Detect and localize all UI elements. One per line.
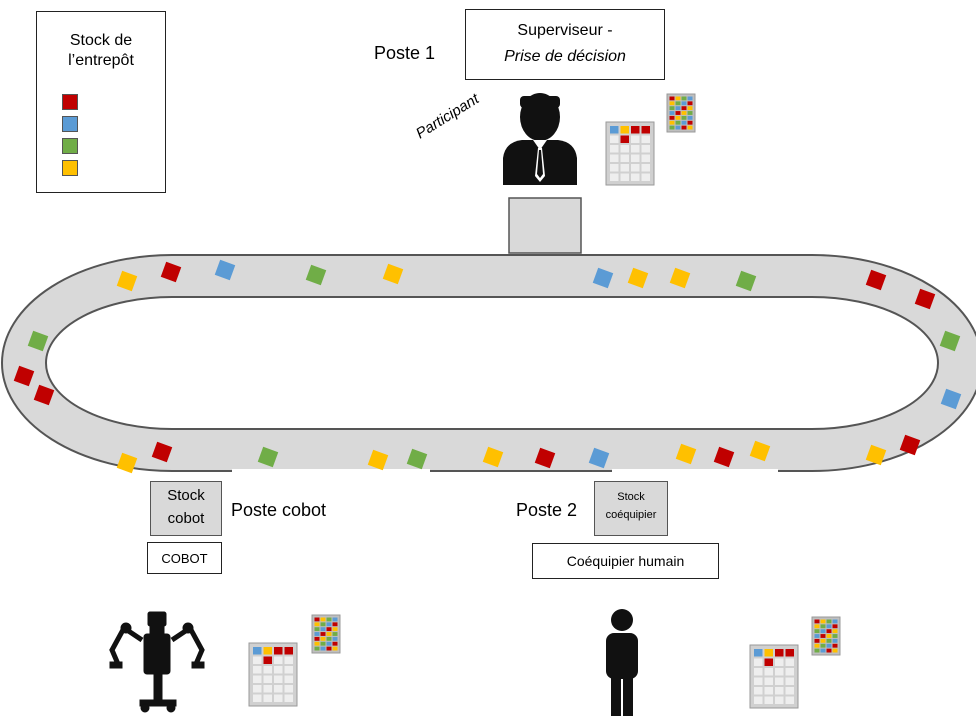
mini-order-sheet-supervisor <box>666 93 696 133</box>
cobot-stock-line1: Stock <box>167 487 205 504</box>
legend-title-line2: l’entrepôt <box>68 52 134 69</box>
order-sheet-teammate <box>749 644 799 709</box>
legend-swatch-blue <box>62 116 78 132</box>
belt-box-yellow <box>116 270 138 292</box>
cobot-name-box: COBOT <box>147 542 222 574</box>
legend-title-line1: Stock de <box>69 32 133 49</box>
belt-box-red <box>865 269 887 291</box>
conveyor-belt <box>1 254 976 472</box>
order-sheet-cobot <box>248 642 298 707</box>
belt-box-yellow <box>675 443 697 465</box>
mini-order-sheet-teammate <box>811 616 841 656</box>
belt-box-blue <box>592 267 614 289</box>
belt-box-red <box>151 441 173 463</box>
belt-box-yellow <box>627 267 649 289</box>
cobot-stock-line2: cobot <box>167 510 205 527</box>
belt-box-yellow <box>669 267 691 289</box>
order-sheets <box>248 93 841 709</box>
belt-box-green <box>939 330 961 352</box>
belt-box-red <box>160 261 182 283</box>
belt-box-red <box>534 447 556 469</box>
teammate-stock-line1: Stock <box>617 491 645 503</box>
belt-box-yellow <box>749 440 771 462</box>
belt-box-green <box>257 446 279 468</box>
belt-gap-cobot <box>232 469 430 473</box>
teammate-stock-box: Stock coéquipier <box>594 481 668 536</box>
cobot-stock-box: Stock cobot <box>150 481 222 536</box>
belt-box-yellow <box>865 444 887 466</box>
belt-box-green <box>406 448 428 470</box>
belt-box-yellow <box>482 446 504 468</box>
human-teammate-icon <box>606 609 638 716</box>
order-sheet-supervisor <box>605 121 655 186</box>
belt-box-green <box>735 270 757 292</box>
belt-box-blue <box>940 388 962 410</box>
belt-box-blue <box>214 259 236 281</box>
poste1-label: Poste 1 <box>374 43 436 63</box>
belt-box-red <box>914 288 936 310</box>
legend-swatch-red <box>62 94 78 110</box>
mini-order-sheet-cobot <box>311 614 341 654</box>
teammate-name: Coéquipier humain <box>566 553 685 569</box>
belt-box-green <box>27 330 49 352</box>
poste2-label: Poste 2 <box>516 500 578 520</box>
teammate-stock-line2: coéquipier <box>605 509 657 521</box>
belt-box-yellow <box>116 452 138 474</box>
belt-box-yellow <box>382 263 404 285</box>
cobot-station-label: Poste cobot <box>231 500 327 520</box>
supervisor-desk <box>508 197 582 254</box>
supervisor-icon <box>503 93 577 185</box>
belt-gap-poste2 <box>612 469 778 473</box>
belt-box-green <box>305 264 327 286</box>
belt-box-yellow <box>367 449 389 471</box>
belt-box-red <box>33 384 55 406</box>
belt-box-red <box>713 446 735 468</box>
cobot-robot-icon <box>109 611 205 713</box>
belt-box-red <box>899 434 921 456</box>
teammate-name-box: Coéquipier humain <box>532 543 719 579</box>
warehouse-stock-legend: Stock de l’entrepôt <box>36 11 166 193</box>
supervisor-subtitle: Prise de décision <box>504 48 626 65</box>
belt-box-blue <box>588 447 610 469</box>
cobot-name: COBOT <box>161 550 208 566</box>
legend-swatch-green <box>62 138 78 154</box>
legend-swatch-yellow <box>62 160 78 176</box>
belt-boxes <box>13 259 962 474</box>
supervisor-title: Superviseur - <box>517 22 613 39</box>
supervisor-box: Superviseur - Prise de décision <box>465 9 665 80</box>
belt-box-red <box>13 365 35 387</box>
